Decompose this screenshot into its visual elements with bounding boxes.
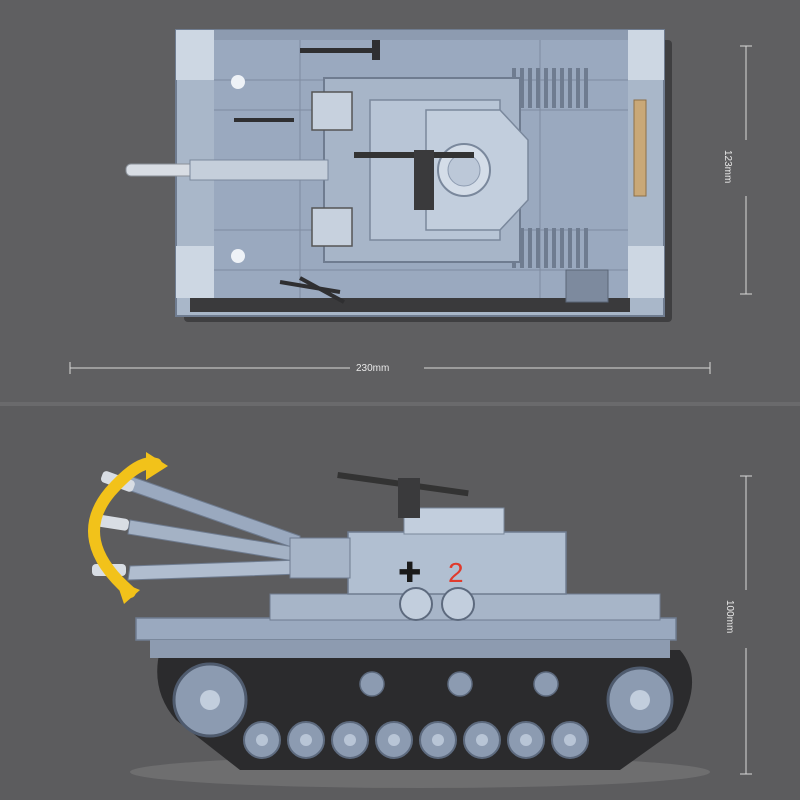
rear-stowage-box (565, 269, 609, 303)
tool-cutters (279, 276, 345, 304)
curved-double-arrow-icon (88, 452, 168, 604)
side-height-dimension-label: 100mm (724, 600, 735, 634)
fender-side (135, 617, 677, 641)
muzzle-brake (125, 163, 197, 177)
hull-side-lower (150, 640, 670, 658)
machine-gun-belt (414, 150, 434, 210)
fender-front-left (176, 30, 214, 80)
idler-hub (630, 690, 650, 710)
tank-number-marking: 2 (448, 557, 464, 588)
headlight-left (231, 75, 245, 89)
track-edge-top (214, 30, 628, 40)
headlight-right (231, 249, 245, 263)
panel-divider (0, 402, 800, 406)
turret-ring-wheel-right (441, 587, 475, 621)
dimension-line-top-height (740, 45, 752, 295)
side-mg-mount (398, 478, 420, 518)
tool-bar (234, 118, 294, 122)
fender-front-right (176, 246, 214, 298)
hatch-front-left (311, 91, 353, 131)
turret-ring-wheel-left (399, 587, 433, 621)
tool-handle (372, 40, 380, 60)
fender-rear-left (628, 30, 664, 80)
track-edge-bottom (190, 298, 630, 312)
fender-rear-right (628, 246, 664, 298)
hatch-front-right (311, 207, 353, 247)
tank-side-view: ✚ 2 (92, 471, 710, 788)
turret-cupola-side (403, 507, 505, 535)
return-rollers (359, 671, 559, 697)
top-height-dimension-label: 123mm (722, 150, 733, 184)
rear-exhaust-tube (633, 99, 647, 197)
dimension-line-side-height (740, 475, 752, 775)
dimension-line-width (69, 362, 711, 374)
gun-barrel-elevations (92, 471, 351, 581)
tank-top-view (125, 29, 672, 322)
tool-shovel (300, 48, 380, 53)
cupola-hatch (447, 153, 481, 187)
sprocket-hub (200, 690, 220, 710)
balkenkreuz-marking: ✚ (398, 556, 421, 589)
road-wheel-hubs (256, 734, 576, 746)
main-gun-barrel (189, 159, 329, 181)
width-dimension-label: 230mm (356, 363, 390, 374)
